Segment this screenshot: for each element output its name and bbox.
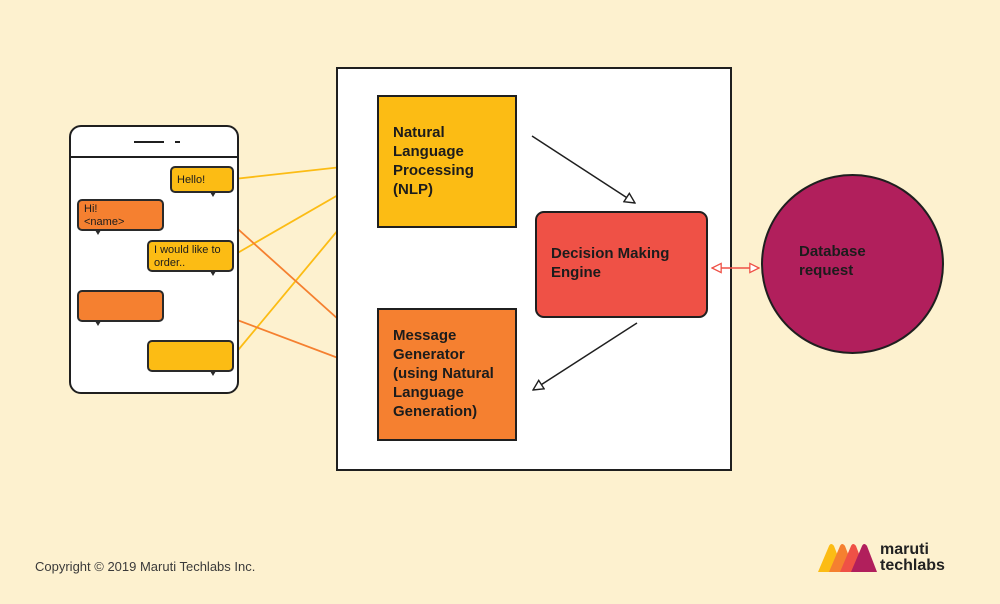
database-request-circle: Database request	[761, 174, 944, 354]
chat-bubble-hi-name: Hi! <name>	[77, 199, 164, 235]
copyright-text: Copyright © 2019 Maruti Techlabs Inc.	[35, 559, 256, 574]
arrow-engine-to-generator	[533, 322, 638, 390]
message-generator-box: Message Generator (using Natural Languag…	[377, 308, 517, 441]
chat-bubble-empty-yellow	[147, 340, 234, 376]
nlp-box: Natural Language Processing (NLP)	[377, 95, 517, 228]
chat-bubble-order: I would like to order..	[147, 240, 234, 276]
decision-making-engine-box: Decision Making Engine	[535, 211, 708, 318]
phone-camera	[175, 141, 180, 143]
phone-speaker	[134, 141, 164, 143]
logo-mark-icon	[818, 544, 877, 572]
chat-bubble-hello: Hello!	[170, 166, 234, 197]
phone-header	[71, 127, 237, 158]
arrow-nlp-to-engine	[531, 135, 635, 203]
logo-wordmark: maruti techlabs	[880, 541, 945, 574]
maruti-techlabs-logo: maruti techlabs	[816, 542, 966, 576]
chat-bubble-empty-orange	[77, 290, 164, 326]
